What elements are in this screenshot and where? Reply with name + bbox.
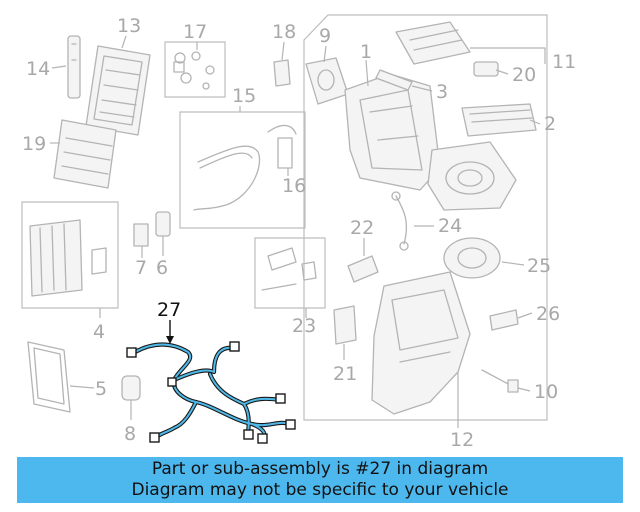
callout-4: 4 [93,321,105,343]
part-filter-2 [461,103,537,137]
callout-12: 12 [450,429,474,451]
group-box-23 [254,237,326,309]
callout-labels: 1 2 3 4 5 6 7 8 9 10 11 12 13 14 15 16 1… [22,15,576,451]
part-evaporator-19 [53,119,117,189]
part-bracket-22 [347,255,379,283]
callout-23: 23 [292,315,316,337]
part-connector-6 [155,211,171,237]
callout-11: 11 [552,51,576,73]
callout-22: 22 [350,217,374,239]
part-sensor-18 [273,59,291,87]
group-box-11-bracket [470,47,546,64]
callout-7: 7 [135,257,147,279]
banner-line-disclaimer: Diagram may not be specific to your vehi… [131,480,509,500]
part-pipes-15 [193,124,297,211]
leader-27-arrow [166,336,174,344]
part-hvac-housing-1 [344,73,441,191]
callout-19: 19 [22,133,46,155]
callout-6: 6 [156,257,168,279]
callout-24: 24 [438,215,462,237]
part-blend-door-9 [305,57,349,105]
callout-14: 14 [26,58,50,80]
callout-17: 17 [183,21,207,43]
part-gasket-5 [27,341,71,413]
part-flap-26 [489,309,519,331]
callout-1: 1 [360,41,372,63]
callout-21: 21 [333,363,357,385]
callout-20: 20 [512,64,536,86]
callout-27: 27 [157,299,181,321]
callout-13: 13 [117,15,141,37]
callout-16: 16 [282,175,306,197]
part-wiring-harness-27 [126,341,296,444]
group-box-17 [164,41,226,98]
part-clip-7 [133,223,149,247]
callout-3: 3 [436,81,448,103]
leader-lines [50,35,541,428]
part-clip-20 [473,61,499,77]
part-radiator-4 [29,219,107,297]
part-kit-17 [173,51,215,90]
group-box-4 [21,201,119,309]
part-blower-motor-25 [443,237,501,279]
part-blower-housing [427,141,517,211]
callout-8: 8 [124,423,136,445]
callout-9: 9 [319,25,331,47]
part-seal-3 [375,69,413,91]
callout-5: 5 [95,378,107,400]
callout-25: 25 [527,255,551,277]
part-lower-housing-12 [371,271,471,415]
part-actuator-11 [395,21,471,65]
callout-10: 10 [534,381,558,403]
info-banner: Part or sub-assembly is #27 in diagram D… [17,457,623,503]
group-box-15 [179,111,306,229]
part-heater-core [85,45,151,136]
callout-18: 18 [272,21,296,43]
part-sensor-24 [391,191,409,251]
part-switch-8 [121,375,141,401]
part-bracket-21 [333,305,357,345]
part-pipe-14 [67,35,81,99]
callout-26: 26 [536,303,560,325]
banner-line-part: Part or sub-assembly is #27 in diagram [151,459,489,479]
callout-2: 2 [544,113,556,135]
part-brackets-23 [261,247,317,291]
part-sensor-10 [481,369,519,393]
callout-15: 15 [232,85,256,107]
group-box-main [303,14,548,421]
